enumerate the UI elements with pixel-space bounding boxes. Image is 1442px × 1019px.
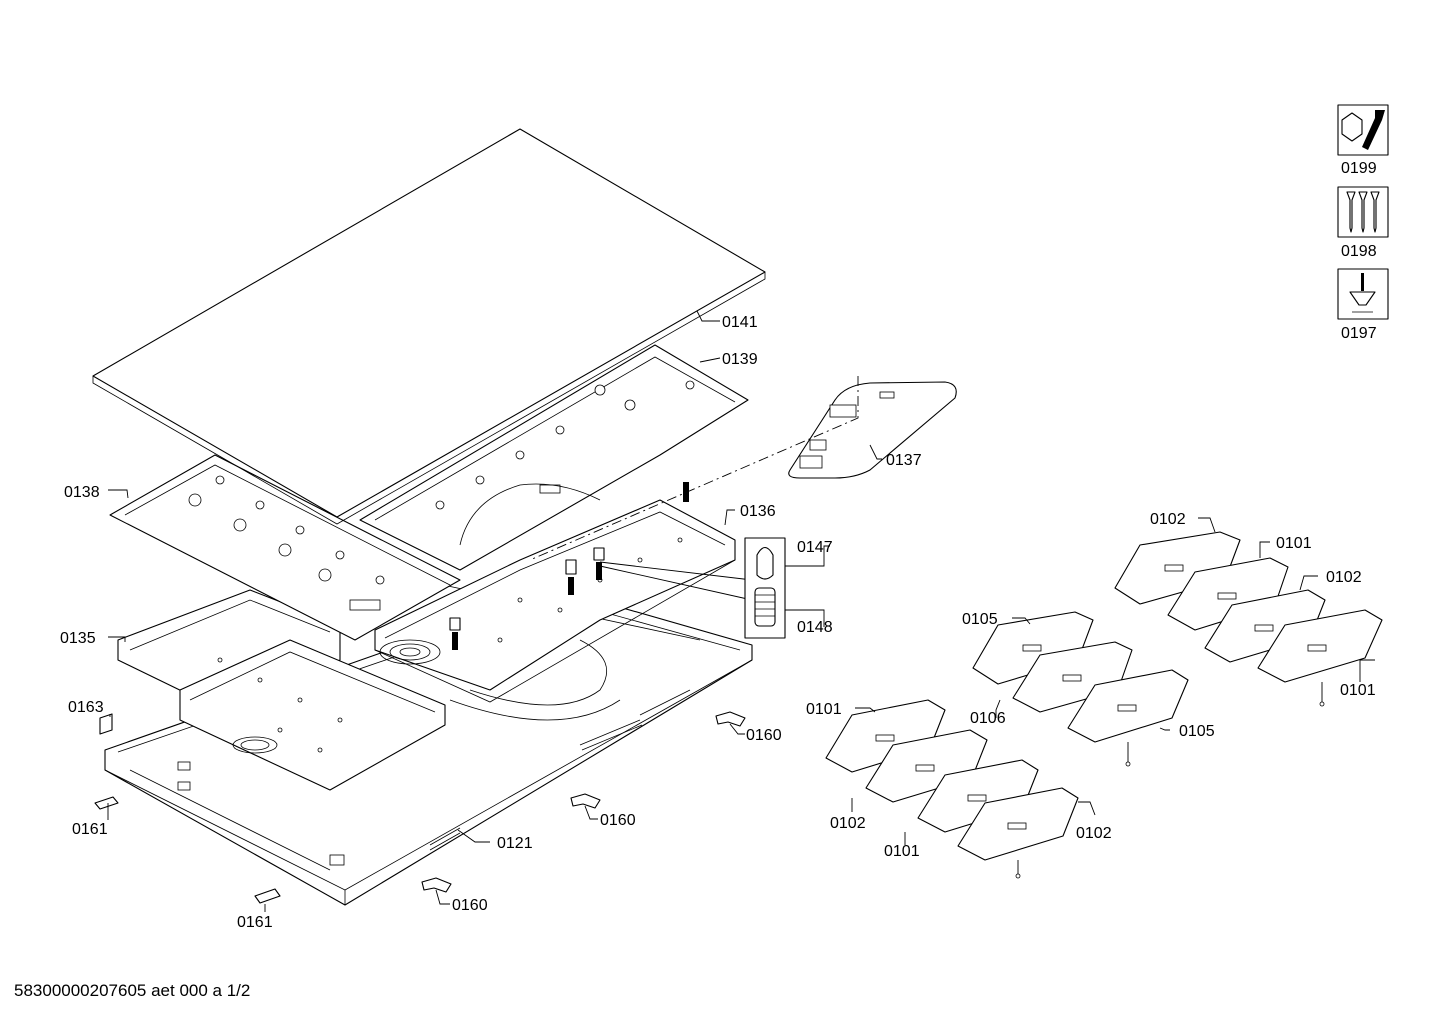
dash-dot-line-0137: [529, 376, 859, 561]
label-0161-bottom: 0161: [237, 914, 273, 931]
leader-lines: [107, 310, 1375, 912]
bracket-0163[interactable]: [99, 713, 113, 735]
label-0101-top: 0101: [1276, 535, 1312, 552]
shield-plate-0138[interactable]: [109, 454, 461, 641]
plate-0138-holes: [188, 475, 385, 611]
base-vent-slots: [429, 689, 691, 851]
screws-icon[interactable]: [1337, 186, 1389, 238]
label-0160-mid: 0160: [600, 812, 636, 829]
label-0163: 0163: [68, 699, 104, 716]
foot-0161-left[interactable]: [94, 796, 119, 810]
wrench-nut-icon[interactable]: [1337, 104, 1389, 156]
frame-0136[interactable]: [374, 499, 736, 703]
clip-0160-mid[interactable]: [570, 793, 601, 809]
label-0137: 0137: [886, 452, 922, 469]
label-0141: 0141: [722, 314, 758, 331]
label-0105-top: 0105: [962, 611, 998, 628]
label-0102-top: 0102: [1150, 511, 1186, 528]
springs-and-pins: [449, 482, 689, 650]
label-0135: 0135: [60, 630, 96, 647]
clip-0160-bottom[interactable]: [421, 877, 452, 893]
foot-0161-bottom[interactable]: [254, 888, 281, 904]
label-0101-right: 0101: [1340, 682, 1376, 699]
label-0160-right: 0160: [746, 727, 782, 744]
lead-lines-to-callout: [599, 561, 753, 601]
label-0106: 0106: [970, 710, 1006, 727]
label-0161-left: 0161: [72, 821, 108, 838]
label-0105-right: 0105: [1179, 723, 1215, 740]
shield-plate-0139[interactable]: [359, 344, 749, 571]
glass-ceramic-top-0141[interactable]: [92, 128, 766, 525]
frame-0135[interactable]: [117, 589, 446, 791]
label-0121: 0121: [497, 835, 533, 852]
document-id-footer: 58300000207605 aet 000 a 1/2: [14, 981, 251, 1000]
legend-label-0197: 0197: [1341, 325, 1377, 342]
induction-coils[interactable]: [825, 531, 1383, 879]
legend-label-0198: 0198: [1341, 243, 1377, 260]
legend-label-0199: 0199: [1341, 160, 1377, 177]
label-0139: 0139: [722, 351, 758, 368]
label-0102-right: 0102: [1326, 569, 1362, 586]
label-0136: 0136: [740, 503, 776, 520]
label-0102-bottom: 0102: [1076, 825, 1112, 842]
label-0138: 0138: [64, 484, 100, 501]
label-0101-left: 0101: [806, 701, 842, 718]
label-0160-bottom: 0160: [452, 897, 488, 914]
plate-0139-holes: [435, 380, 695, 510]
label-0147: 0147: [797, 539, 833, 556]
screwdriver-icon[interactable]: [1337, 268, 1389, 320]
cover-strip-0137[interactable]: [788, 381, 957, 479]
clip-0160-right[interactable]: [715, 711, 746, 727]
callout-box-0147-0148[interactable]: [744, 537, 786, 639]
label-0101-bottom: 0101: [884, 843, 920, 860]
label-0102-left: 0102: [830, 815, 866, 832]
frame-0135-holes: [217, 657, 343, 753]
label-0148: 0148: [797, 619, 833, 636]
